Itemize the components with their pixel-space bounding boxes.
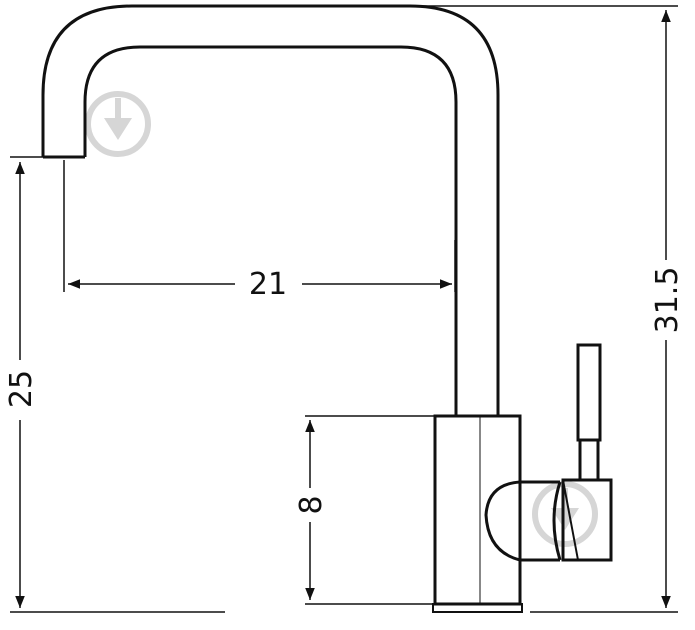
- dimension-body-height: [305, 415, 435, 605]
- watermark-icon-2: [532, 481, 598, 547]
- dimension-reach-label: 21: [249, 267, 287, 302]
- dimension-spout-height: [10, 156, 225, 613]
- watermark-icon: [85, 91, 151, 157]
- dimension-total-height-label: 31.5: [650, 267, 685, 334]
- dimension-body-height-label: 8: [294, 495, 329, 514]
- faucet-body: [432, 414, 523, 613]
- dimension-spout-height-label: 25: [4, 370, 39, 408]
- dimension-total-height: [410, 5, 678, 613]
- dimension-reach: [63, 160, 456, 292]
- faucet-handle: [484, 343, 613, 562]
- faucet-spout: [41, 4, 500, 416]
